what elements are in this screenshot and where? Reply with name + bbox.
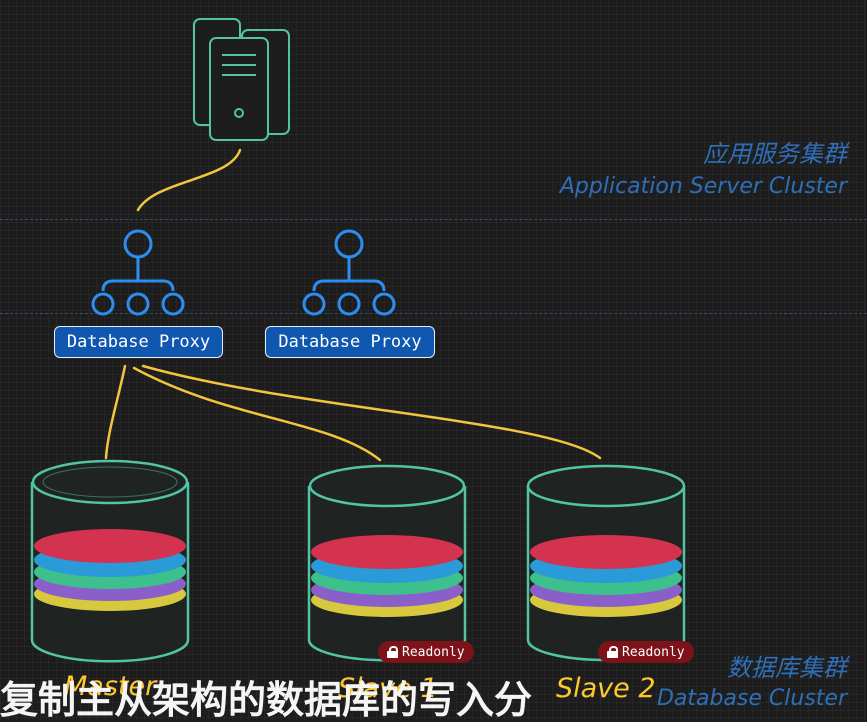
lock-icon [387, 646, 398, 658]
network-hierarchy-icon [91, 229, 185, 316]
database-cylinder-icon [30, 459, 190, 663]
subtitle-caption: 复制主从架构的数据库的写入分 [0, 678, 533, 722]
readonly-label: Readonly [622, 644, 685, 660]
readonly-badge-slave-1: Readonly [378, 641, 474, 663]
db-label-master: Master [64, 671, 157, 702]
zone-divider-db [0, 313, 867, 314]
app-cluster-label-en: Application Server Cluster [559, 174, 847, 199]
db-label-slave-1: Slave 1 [338, 673, 438, 704]
app-cluster-label-cn: 应用服务集群 [703, 140, 847, 168]
database-proxy-badge-2: Database Proxy [265, 326, 435, 358]
db-label-slave-2: Slave 2 [556, 673, 656, 704]
db-cluster-label-cn: 数据库集群 [727, 654, 847, 682]
connector-to-master [104, 364, 127, 460]
database-proxy-badge-1: Database Proxy [54, 326, 223, 358]
lock-icon [607, 646, 618, 658]
connectors-proxy-to-databases [104, 364, 602, 462]
database-cylinder-icon [307, 464, 467, 662]
database-cylinder-icon [526, 464, 686, 662]
connector-to-slave-1 [132, 366, 382, 462]
connector-server-to-proxy [136, 148, 242, 212]
readonly-badge-slave-2: Readonly [598, 641, 694, 663]
network-hierarchy-icon [302, 229, 396, 316]
readonly-label: Readonly [402, 644, 465, 660]
zone-divider-app [0, 219, 867, 220]
connector-to-slave-2 [141, 364, 602, 460]
server-rack-icon [193, 18, 290, 141]
db-cluster-label-en: Database Cluster [656, 686, 847, 711]
